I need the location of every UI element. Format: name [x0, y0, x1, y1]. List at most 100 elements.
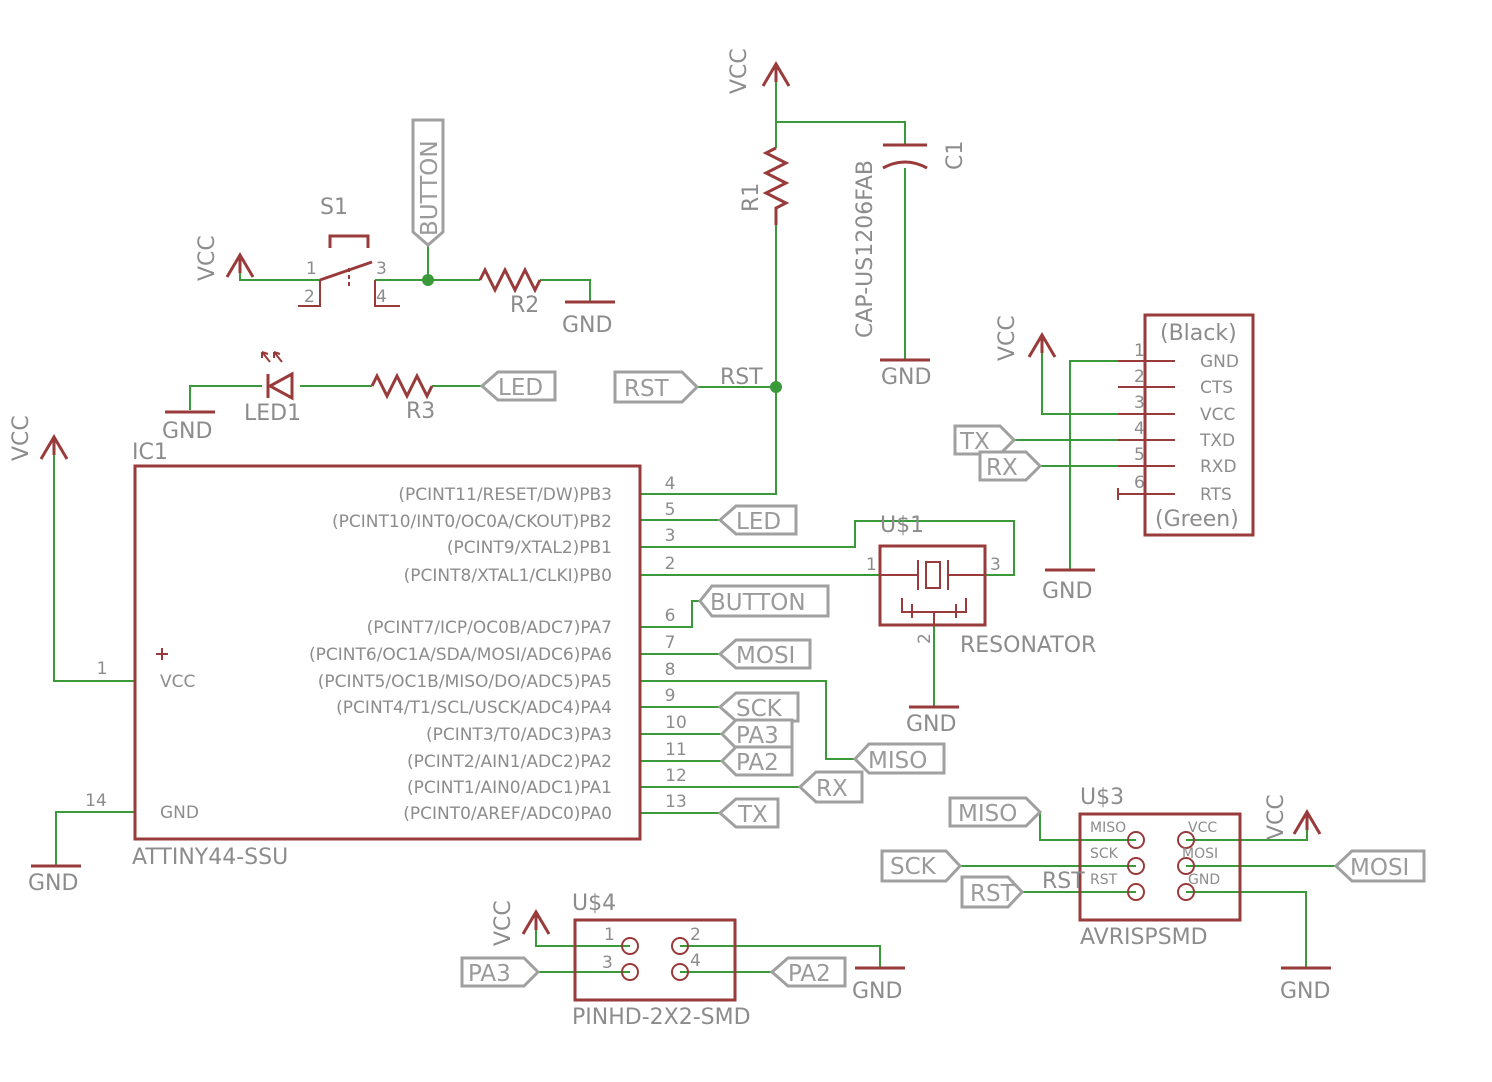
- net-label-sck: SCK: [880, 849, 963, 883]
- net-label-pa3: PA3: [460, 956, 541, 988]
- c1-capacitor: C1 CAP-US1206FAB: [853, 141, 968, 338]
- ic1-pin-name: (PCINT8/XTAL1/CLKI)PB0: [404, 566, 612, 586]
- avrisp-pin-name: VCC: [1188, 820, 1217, 836]
- ic1-attiny44: IC1 ATTINY44-SSU (PCINT11/RESET/DW)PB3 (…: [85, 440, 687, 870]
- resonator-ground-caps: [901, 598, 967, 625]
- svg-text:MISO: MISO: [958, 801, 1017, 827]
- net-label-mosi: MOSI: [1333, 849, 1426, 883]
- gnd-label: GND: [1280, 979, 1330, 1004]
- gnd-symbol: GND: [906, 705, 959, 737]
- junction-button: [422, 274, 434, 286]
- avrisp-pin-name: RST: [1090, 872, 1118, 888]
- resonator-ref: U$1: [880, 513, 924, 538]
- gnd-symbol: GND: [162, 410, 215, 444]
- net-label-button: BUTTON: [698, 584, 830, 618]
- origin-cross: [156, 648, 168, 660]
- svg-text:RST: RST: [624, 376, 670, 402]
- net-label-led: LED: [479, 370, 557, 402]
- gnd-symbol: GND: [1280, 966, 1331, 1004]
- led1-ray: [261, 351, 271, 363]
- ic1-pin-name: (PCINT9/XTAL2)PB1: [447, 538, 612, 558]
- ftdi-pin-number: 6: [1134, 473, 1145, 493]
- pinhd-body: [573, 918, 737, 1002]
- avrisp-u3: U$3 AVRISPSMD MISO SCK RST VCC MOSI GND …: [1042, 785, 1242, 950]
- svg-text:LED: LED: [498, 375, 543, 401]
- resonator-plates: [917, 560, 949, 590]
- vcc-symbols: VCC VCC VCC VCC VCC VCC: [9, 48, 1322, 946]
- r2-ref: R2: [510, 293, 539, 318]
- ic1-pin-number: 4: [665, 474, 676, 494]
- wire-pb3-rst: [640, 225, 777, 495]
- r3-resistor: R3: [370, 372, 435, 424]
- svg-text:PA3: PA3: [736, 723, 779, 749]
- rst-net-name: RST: [720, 365, 763, 390]
- svg-text:PA2: PA2: [788, 961, 831, 987]
- svg-text:MOSI: MOSI: [1350, 855, 1409, 881]
- ic1-pin-name: (PCINT3/T0/ADC3)PA3: [426, 725, 612, 745]
- ic1-body: [133, 464, 642, 841]
- ic1-pin-number: 2: [665, 554, 676, 574]
- avrisp-pad: [1177, 857, 1195, 875]
- s1-actuator: [328, 234, 370, 248]
- ic1-pin-name: (PCINT5/OC1B/MISO/DO/ADC5)PA5: [318, 672, 612, 692]
- gnd-symbol: GND: [28, 864, 81, 896]
- ic1-gnd-pin-number: 14: [85, 791, 107, 811]
- svg-text:MOSI: MOSI: [736, 643, 795, 669]
- ic1-pin-number: 8: [665, 660, 676, 680]
- gnd-label: GND: [162, 419, 212, 444]
- wire-led-gnd: [189, 385, 262, 410]
- ic1-pin-name: (PCINT10/INT0/OC0A/CKOUT)PB2: [332, 512, 612, 532]
- led1-triangle: [266, 371, 294, 401]
- r1-ref: R1: [739, 183, 764, 212]
- svg-text:PA3: PA3: [468, 961, 511, 987]
- resonator-pin-number: 1: [866, 555, 877, 575]
- svg-text:MISO: MISO: [868, 748, 927, 774]
- gnd-label: GND: [906, 712, 956, 737]
- c1-plate-bottom: [882, 160, 928, 170]
- wire-ftdi-vcc: [1041, 353, 1145, 415]
- s1-switch: S1 1 2 3 4: [298, 195, 400, 307]
- vcc-symbol: VCC: [9, 415, 69, 461]
- r2-resistor: R2: [478, 266, 542, 318]
- ic1-pin-number: 5: [665, 500, 676, 520]
- net-label-pa3: PA3: [719, 718, 794, 750]
- avrisp-pin-name: SCK: [1090, 846, 1119, 862]
- pinhd-pin-number: 3: [602, 953, 613, 973]
- wire-hd-gnd: [680, 945, 881, 968]
- resonator-pin-number: 3: [990, 555, 1001, 575]
- wire-hd-vcc: [535, 930, 630, 947]
- gnd-label: GND: [28, 871, 78, 896]
- junction-rst: [770, 381, 782, 393]
- svg-text:SCK: SCK: [736, 696, 783, 722]
- avrisp-pad: [1177, 883, 1195, 901]
- vcc-label: VCC: [995, 315, 1020, 361]
- avrisp-pad: [1127, 831, 1145, 849]
- vcc-label: VCC: [9, 415, 34, 461]
- vcc-symbol: VCC: [727, 48, 791, 94]
- ftdi-pin-name: TXD: [1199, 431, 1235, 451]
- net-labels: BUTTON LED RST RST LED BUTTON MOSI: [411, 118, 1426, 988]
- avrisp-ref: U$3: [1080, 785, 1124, 810]
- wire-c1-top: [776, 121, 906, 145]
- ic1-pin-number: 12: [665, 766, 687, 786]
- avrisp-pad: [1177, 831, 1195, 849]
- pinhd-pad: [671, 963, 689, 981]
- ic1-pin-name: (PCINT11/RESET/DW)PB3: [398, 485, 612, 505]
- gnd-label: GND: [562, 313, 612, 338]
- wire-ic-vcc: [53, 455, 135, 682]
- pinhd-pin-number: 2: [690, 925, 701, 945]
- net-label-tx: TX: [953, 424, 1017, 456]
- gnd-label: GND: [852, 979, 902, 1004]
- avrisp-body: [1078, 812, 1242, 922]
- ic1-ref: IC1: [132, 440, 168, 465]
- ic1-value: ATTINY44-SSU: [132, 845, 288, 870]
- svg-text:BUTTON: BUTTON: [710, 590, 806, 616]
- net-label-sck: SCK: [717, 691, 800, 723]
- ic1-pin-number: 11: [665, 740, 687, 760]
- wire-s1-vcc: [239, 273, 320, 281]
- pinhd-value: PINHD-2X2-SMD: [572, 1005, 751, 1030]
- net-label-tx: TX: [717, 797, 780, 829]
- s1-legs: [298, 280, 400, 307]
- avrisp-value: AVRISPSMD: [1080, 925, 1208, 950]
